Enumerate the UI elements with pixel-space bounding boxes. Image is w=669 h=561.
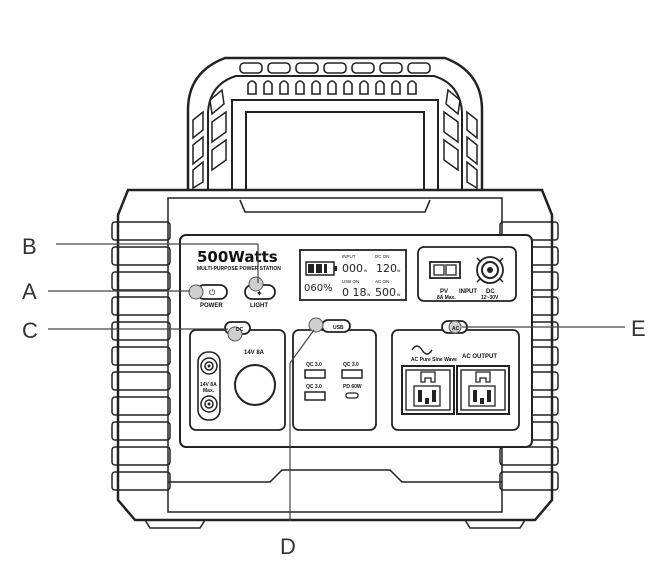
usb-qc-port-1[interactable] — [304, 369, 326, 379]
ac-button-label: AC — [452, 326, 460, 332]
light-label: LIGHT — [250, 303, 268, 309]
handle-grip-slots — [239, 62, 431, 95]
power-button[interactable]: ⏻ — [188, 284, 228, 300]
ac-output-panel: AC AC Pure Sine Wave AC OUTPUT — [391, 320, 520, 431]
car-socket-rating: 14V 8A — [244, 350, 265, 356]
usb-panel-button[interactable]: USB — [308, 317, 351, 333]
power-label: POWER — [200, 303, 223, 309]
dc-on-unit: w — [397, 268, 401, 273]
usb-on-value: 0 18 — [342, 286, 367, 299]
left-bumper-ribs — [111, 221, 171, 491]
input-label: INPUT — [342, 254, 356, 259]
usb-qc-label-2: QC 3.0 — [306, 384, 322, 390]
input-unit: w — [364, 268, 368, 273]
dc-5521-ports[interactable] — [197, 351, 221, 421]
battery-percent: 060% — [304, 283, 333, 294]
car-socket-port[interactable] — [234, 364, 276, 406]
usb-pd-label: PD 60W — [343, 384, 362, 390]
usb-qc-label-3: QC 3.0 — [343, 362, 359, 368]
dc-sub-label: 12~30V — [481, 295, 499, 301]
callout-e: E — [631, 316, 646, 341]
usb-qc-label-1: QC 3.0 — [306, 362, 322, 368]
pv-label: PV — [440, 289, 448, 295]
callout-a: A — [22, 279, 37, 304]
handle-side-lattice — [192, 88, 478, 190]
pv-sub-label: 8A Max. — [437, 295, 456, 301]
input-value: 000 — [342, 262, 363, 275]
dc-port-rating: 14V 8A — [200, 382, 217, 388]
ac-panel-button[interactable]: AC — [441, 320, 468, 334]
dc-panel-button[interactable]: DC — [224, 321, 251, 342]
light-bulb-icon: ✦ — [256, 289, 263, 298]
usb-on-label: USB ON — [342, 279, 359, 284]
ac-on-label: AC ON — [375, 279, 389, 284]
dc-output-panel: DC 14V 8A Max. 14V 8A — [189, 321, 286, 431]
ac-on-value: 500 — [375, 286, 396, 299]
lcd-display: 060% INPUT 000 w DC ON 120 w USB ON 0 18… — [299, 249, 407, 301]
ac-on-unit: w — [397, 292, 401, 297]
leader-d-diagonal — [289, 329, 315, 364]
ac-outlet-1[interactable] — [401, 365, 455, 415]
callout-leaders — [48, 243, 625, 521]
battery-icon — [305, 261, 337, 276]
dc-on-label: DC ON — [375, 254, 390, 259]
ac-output-label: AC OUTPUT — [462, 354, 497, 360]
input-text-label: INPUT — [459, 289, 477, 295]
carry-handle — [186, 56, 484, 190]
ac-wave-label: AC Pure Sine Wave — [411, 357, 457, 363]
pv-input-port[interactable] — [429, 261, 461, 279]
usb-c-port[interactable] — [345, 392, 359, 399]
ac-outlet-2[interactable] — [456, 365, 510, 415]
dc-input-port[interactable] — [476, 256, 504, 284]
usb-on-unit: w — [367, 292, 371, 297]
power-icon: ⏻ — [209, 288, 216, 297]
dc-button-label: DC — [236, 327, 244, 333]
callout-d: D — [280, 534, 296, 559]
usb-panel: USB QC 3.0 QC 3.0 QC 3.0 PD 60W — [292, 317, 377, 431]
usb-qc-port-3[interactable] — [341, 369, 363, 379]
dc-on-value: 120 — [376, 262, 397, 275]
dc-label: DC — [486, 289, 495, 295]
input-panel: PV 8A Max. INPUT DC 12~30V — [417, 246, 517, 302]
brand-title: 500Watts — [197, 248, 278, 266]
light-button[interactable]: ✦ — [244, 276, 276, 300]
usb-qc-port-2[interactable] — [304, 391, 326, 401]
dc-port-rating-sub: Max. — [203, 388, 215, 394]
sine-wave-icon — [411, 345, 433, 355]
usb-button-label: USB — [333, 325, 344, 331]
callout-b: B — [22, 234, 37, 259]
callout-c: C — [22, 318, 38, 343]
device-body — [116, 188, 554, 529]
brand-subtitle: MULTI-PURPOSE POWER STATION — [197, 266, 281, 272]
